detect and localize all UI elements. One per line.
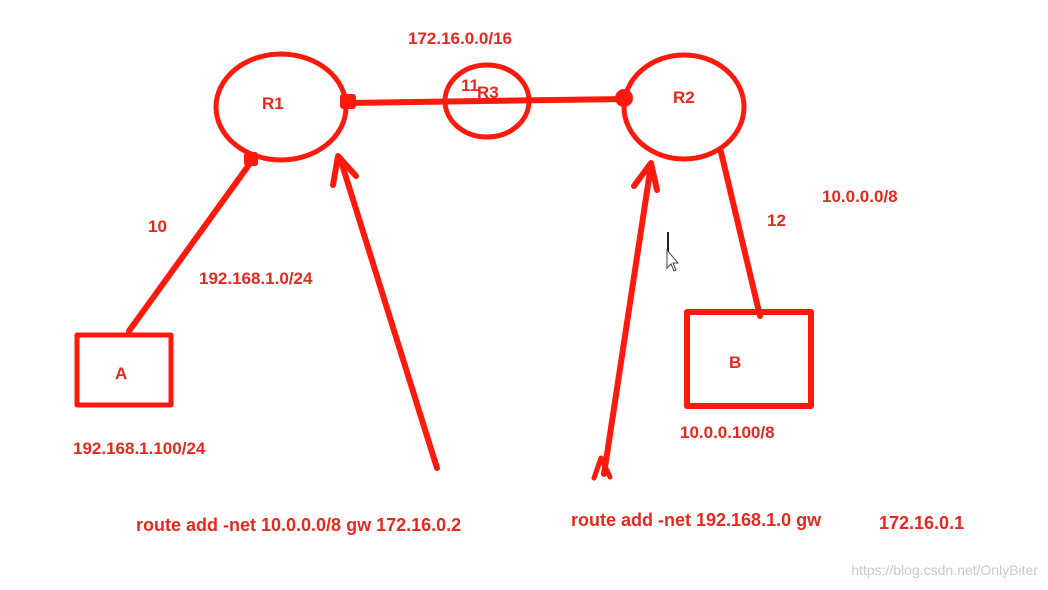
host-a-box: [74, 332, 174, 408]
left-lan-network-label: 192.168.1.0/24: [199, 269, 313, 288]
watermark-text: https://blog.csdn.net/OnlyBiter: [851, 562, 1038, 578]
mouse-pointer-icon: [666, 232, 680, 272]
link-a-r1: [126, 159, 254, 334]
arrow-to-r2-tail: [591, 455, 613, 481]
r1-lan-port-dot: [244, 152, 258, 166]
arrow-to-r1-head: [330, 153, 359, 188]
host-a-label: A: [115, 364, 128, 383]
link-r1-r2: [343, 96, 629, 106]
r2-route-gateway: 172.16.0.1: [879, 513, 965, 533]
r1-transit-port-dot: [340, 94, 356, 109]
host-a-address: 192.168.1.100/24: [73, 439, 206, 458]
host-b-label: B: [729, 353, 742, 372]
r2-transit-port-dot: [615, 89, 633, 107]
arrow-to-r2-head: [631, 160, 660, 193]
link-r2-b: [718, 149, 763, 319]
router-r1-label: R1: [262, 94, 284, 113]
r2-route-command: route add -net 192.168.1.0 gw: [571, 510, 822, 530]
host-b-address: 10.0.0.100/8: [680, 423, 775, 442]
router-r3-label: R3: [477, 83, 499, 102]
arrow-to-r2-shaft: [601, 162, 654, 477]
transit-network-label: 172.16.0.0/16: [408, 29, 512, 48]
right-lan-network-label: 10.0.0.0/8: [822, 187, 898, 206]
r2-lan-port-label: 12: [767, 211, 786, 230]
r1-route-command: route add -net 10.0.0.0/8 gw 172.16.0.2: [136, 515, 462, 535]
router-r2-label: R2: [673, 88, 695, 107]
router-r2-circle: [621, 52, 747, 162]
r1-lan-port-label: 10: [148, 217, 167, 236]
arrow-to-r1-shaft: [337, 155, 440, 471]
r3-port-label: 11: [461, 76, 479, 95]
host-b-box: [684, 309, 814, 409]
